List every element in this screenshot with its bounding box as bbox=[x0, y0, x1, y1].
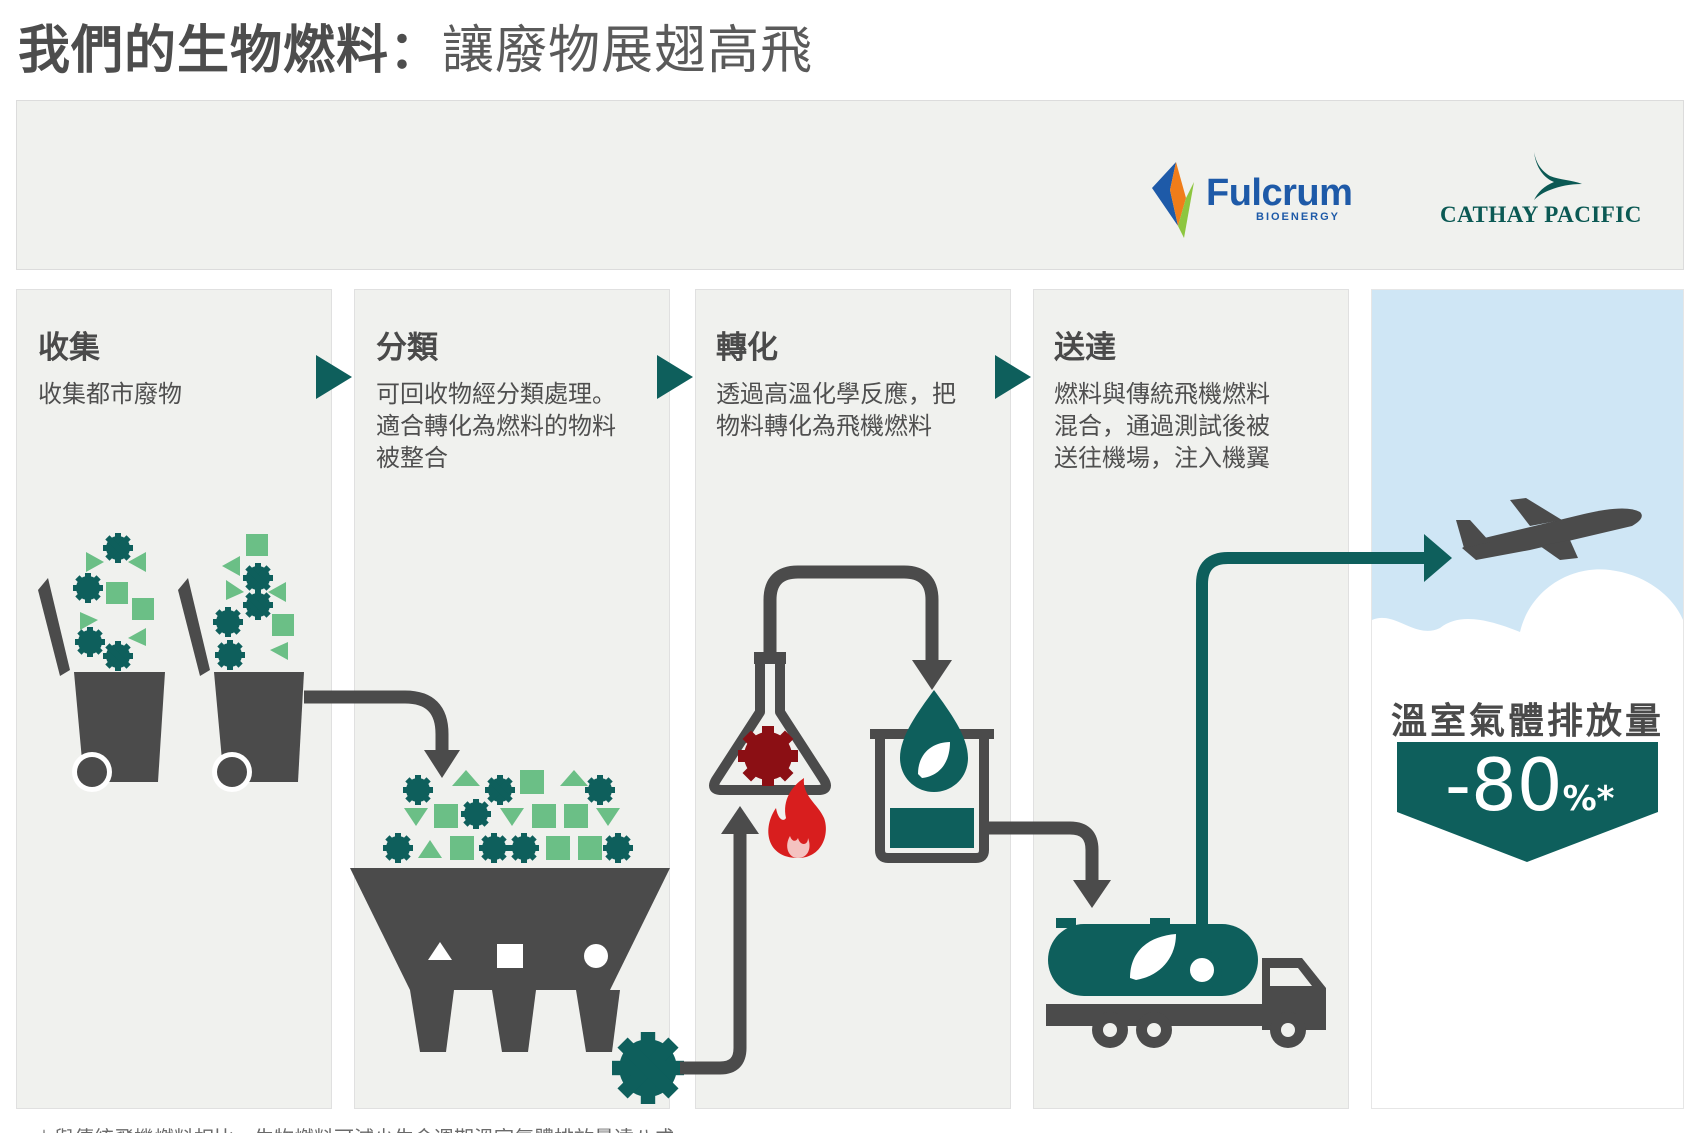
arrow-right-icon bbox=[995, 355, 1031, 399]
ghg-value: -80%* bbox=[1445, 745, 1614, 839]
trash-bin-icon bbox=[178, 578, 304, 792]
sorting-hopper-icon bbox=[350, 868, 670, 1052]
result-banner bbox=[1397, 742, 1658, 862]
cathay-brushwing-icon bbox=[1534, 152, 1582, 200]
step-title-collect: 收集 bbox=[38, 330, 100, 366]
flask-icon bbox=[709, 652, 831, 795]
step-desc-sort: 可回收物經分類處理。 適合轉化為燃料的物料 被整合 bbox=[376, 380, 616, 472]
fuel-truck-icon bbox=[1046, 918, 1326, 1048]
step-desc-convert: 透過高溫化學反應，把 物料轉化為飛機燃料 bbox=[716, 380, 956, 440]
sorted-material-shapes bbox=[383, 770, 633, 863]
pellet-icon bbox=[612, 1031, 684, 1104]
reactant-icon bbox=[738, 726, 798, 786]
title-main: 我們的生物燃料： bbox=[18, 21, 443, 81]
logo-band bbox=[16, 100, 1684, 270]
cloud-icon bbox=[1372, 569, 1683, 760]
flame-icon bbox=[768, 778, 826, 858]
flow-arrow bbox=[1196, 552, 1426, 972]
arrow-right-icon bbox=[657, 355, 693, 399]
waste-shapes bbox=[73, 533, 294, 671]
panel-convert bbox=[695, 289, 1011, 1109]
flow-arrow bbox=[984, 821, 1099, 880]
ghg-label: 溫室氣體排放量 bbox=[1390, 701, 1664, 742]
step-title-sort: 分類 bbox=[376, 330, 438, 366]
footnote: ＊與傳統飛機燃料相比，生物燃料可減少生命週期溫室氣體排放量達八成 bbox=[34, 1122, 674, 1133]
flow-arrow bbox=[304, 690, 449, 752]
arrow-right-icon bbox=[316, 355, 352, 399]
fulcrum-name: Fulcrum bbox=[1206, 172, 1353, 214]
flow-arrow bbox=[763, 565, 939, 660]
page-title: 我們的生物燃料：讓廢物展翅高飛 bbox=[18, 16, 813, 86]
fuel-beaker-icon bbox=[870, 690, 994, 863]
step-title-deliver: 送達 bbox=[1054, 330, 1116, 366]
fulcrum-subname: BIOENERGY bbox=[1256, 211, 1341, 223]
cathay-name: CATHAY PACIFIC bbox=[1440, 202, 1642, 227]
title-sub: 讓廢物展翅高飛 bbox=[442, 21, 814, 81]
airplane-icon bbox=[1456, 498, 1642, 560]
ghg-unit: %* bbox=[1562, 779, 1615, 819]
leaf-icon bbox=[1130, 934, 1176, 980]
flow-arrow bbox=[680, 830, 747, 1075]
leaf-icon bbox=[918, 742, 950, 778]
fulcrum-logo-icon bbox=[1152, 162, 1194, 238]
step-title-convert: 轉化 bbox=[716, 330, 778, 366]
trash-bin-icon bbox=[38, 578, 165, 792]
step-desc-collect: 收集都市廢物 bbox=[38, 380, 182, 408]
ghg-number: -80 bbox=[1445, 743, 1563, 827]
step-desc-deliver: 燃料與傳統飛機燃料 混合，通過測試後被 送往機場，注入機翼 bbox=[1054, 380, 1270, 472]
